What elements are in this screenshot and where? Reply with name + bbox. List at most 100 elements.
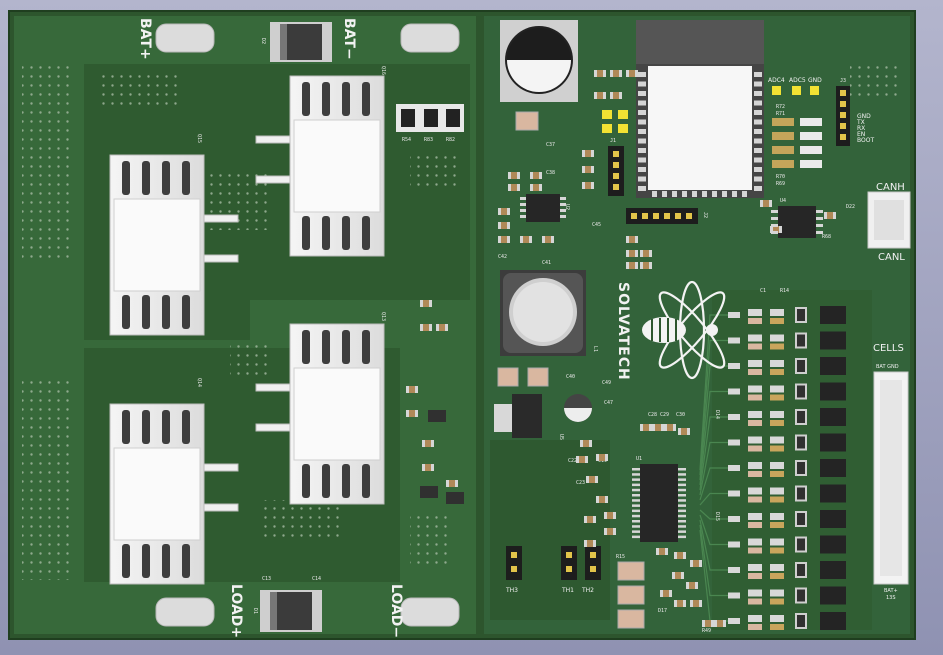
capacitor-label: C28 (648, 412, 657, 418)
heatsink-3[interactable] (109, 403, 239, 585)
power-labels: BAT+ BAT− LOAD+ LOAD− (137, 18, 404, 638)
capacitor-label: C13 (262, 576, 271, 582)
balance-channel (728, 484, 846, 503)
status-leds (602, 86, 819, 133)
refdes-q16: Q16 (380, 66, 386, 75)
capacitor-label: C30 (676, 412, 685, 418)
balance-channel (728, 382, 846, 401)
capacitor-label: C49 (602, 380, 611, 386)
refdes-d1: D1 (252, 608, 258, 614)
refdes-r54: R54 (402, 137, 411, 143)
refdes-r70: R70 (776, 174, 785, 180)
adc-gnd-label: GND (808, 77, 822, 84)
capacitor-label: C41 (542, 260, 551, 266)
refdes-j2: J2 (702, 212, 708, 218)
balance-channel (728, 459, 846, 477)
refdes-r83: R83 (424, 137, 433, 143)
uart-pin-label: GND (857, 113, 871, 120)
smd-components (406, 70, 836, 627)
regulator[interactable] (494, 394, 542, 438)
buck-controller[interactable] (526, 194, 560, 222)
heatsink-1[interactable] (109, 154, 239, 336)
uart-pin-label: BOOT (857, 137, 874, 144)
bat-minus-label: BAT− (341, 18, 357, 60)
heatsink-4[interactable] (255, 323, 385, 505)
refdes-r68: R68 (822, 234, 831, 240)
th3-label: TH3 (505, 587, 518, 594)
afe-ic[interactable] (632, 464, 686, 542)
refdes-u2: U2 (564, 204, 570, 210)
capacitor-label: C42 (498, 254, 507, 260)
capacitor-label: C14 (312, 576, 321, 582)
capacitor-label: C45 (592, 222, 601, 228)
can-connector[interactable] (867, 191, 911, 249)
refdes-r69: R69 (776, 181, 785, 187)
refdes-j3: J3 (840, 78, 846, 84)
cell-count-label: 13S (886, 595, 896, 601)
refdes-q13: Q13 (380, 312, 386, 321)
esp32-module[interactable] (636, 20, 764, 198)
capacitor-label: C47 (604, 400, 613, 406)
shunt-resistors[interactable] (396, 104, 464, 132)
refdes-d2: D2 (260, 38, 266, 44)
small-tantalum-cap[interactable] (564, 394, 592, 422)
capacitor-label: C29 (660, 412, 669, 418)
mounting-slots (155, 23, 460, 627)
electrolytic-capacitor[interactable] (500, 20, 578, 102)
balance-channel (728, 357, 846, 375)
bat-gnd-label: BAT GND (876, 364, 899, 370)
uart-pin-label: TX (856, 119, 865, 126)
balance-channel (728, 561, 846, 579)
refdes-j1: J1 (610, 138, 616, 144)
balance-channel (728, 510, 846, 528)
uart-pin-label: EN (857, 131, 865, 138)
bulk-capacitors (497, 111, 645, 629)
refdes-r72: R72 (776, 104, 785, 110)
capacitor-label: C40 (566, 374, 575, 380)
refdes-d15: D15 (714, 512, 720, 521)
header-j1[interactable] (608, 146, 624, 196)
mosfet-heatsinks (109, 75, 385, 585)
refdes-u4: U4 (780, 198, 786, 204)
refdes-labels: D2 D1 D22 D14 D15 D17 R54 R83 R82 R72 R7… (196, 38, 855, 634)
bat-plus-cell-label: BAT+ (884, 588, 898, 594)
refdes-r15: R15 (616, 554, 625, 560)
load-plus-label: LOAD+ (228, 584, 244, 638)
balance-channel (728, 306, 846, 324)
balancing-array (699, 306, 846, 630)
heatsink-2[interactable] (255, 75, 385, 257)
thermistor-labels: TH3 TH1 TH2 (505, 587, 594, 594)
refdes-l1: L1 (592, 346, 598, 352)
capacitor-label: C1 (760, 288, 766, 294)
cells-connector[interactable] (873, 371, 909, 585)
capacitor-label: C37 (546, 142, 555, 148)
balance-channel (728, 331, 846, 350)
can-transceiver[interactable] (778, 206, 816, 238)
via-fields (22, 60, 900, 580)
logo-text: SOLVATECH (615, 282, 631, 381)
led-resistor-stack (772, 118, 822, 168)
refdes-u1: U1 (636, 456, 642, 462)
inductor-l1[interactable] (500, 270, 586, 356)
thermistor-headers[interactable] (506, 546, 601, 580)
uart-pin-label: RX (857, 125, 865, 132)
load-minus-label: LOAD− (388, 584, 404, 638)
refdes-r14: R14 (780, 288, 789, 294)
refdes-d14: D14 (714, 410, 720, 419)
uart-header[interactable] (836, 86, 850, 146)
balance-channel (728, 586, 846, 605)
bat-plus-label: BAT+ (137, 18, 153, 60)
balance-channel (728, 433, 846, 452)
adc5-label: ADC5 (789, 77, 806, 84)
power-diode-top[interactable] (270, 22, 332, 62)
canh-label: CANH (876, 182, 905, 193)
canl-label: CANL (878, 252, 905, 263)
refdes-d22: D22 (846, 204, 855, 210)
header-j2[interactable] (626, 208, 698, 224)
capacitor-label: C23 (576, 480, 585, 486)
refdes-r49: R49 (702, 628, 711, 634)
power-diode-bottom[interactable] (260, 590, 322, 632)
